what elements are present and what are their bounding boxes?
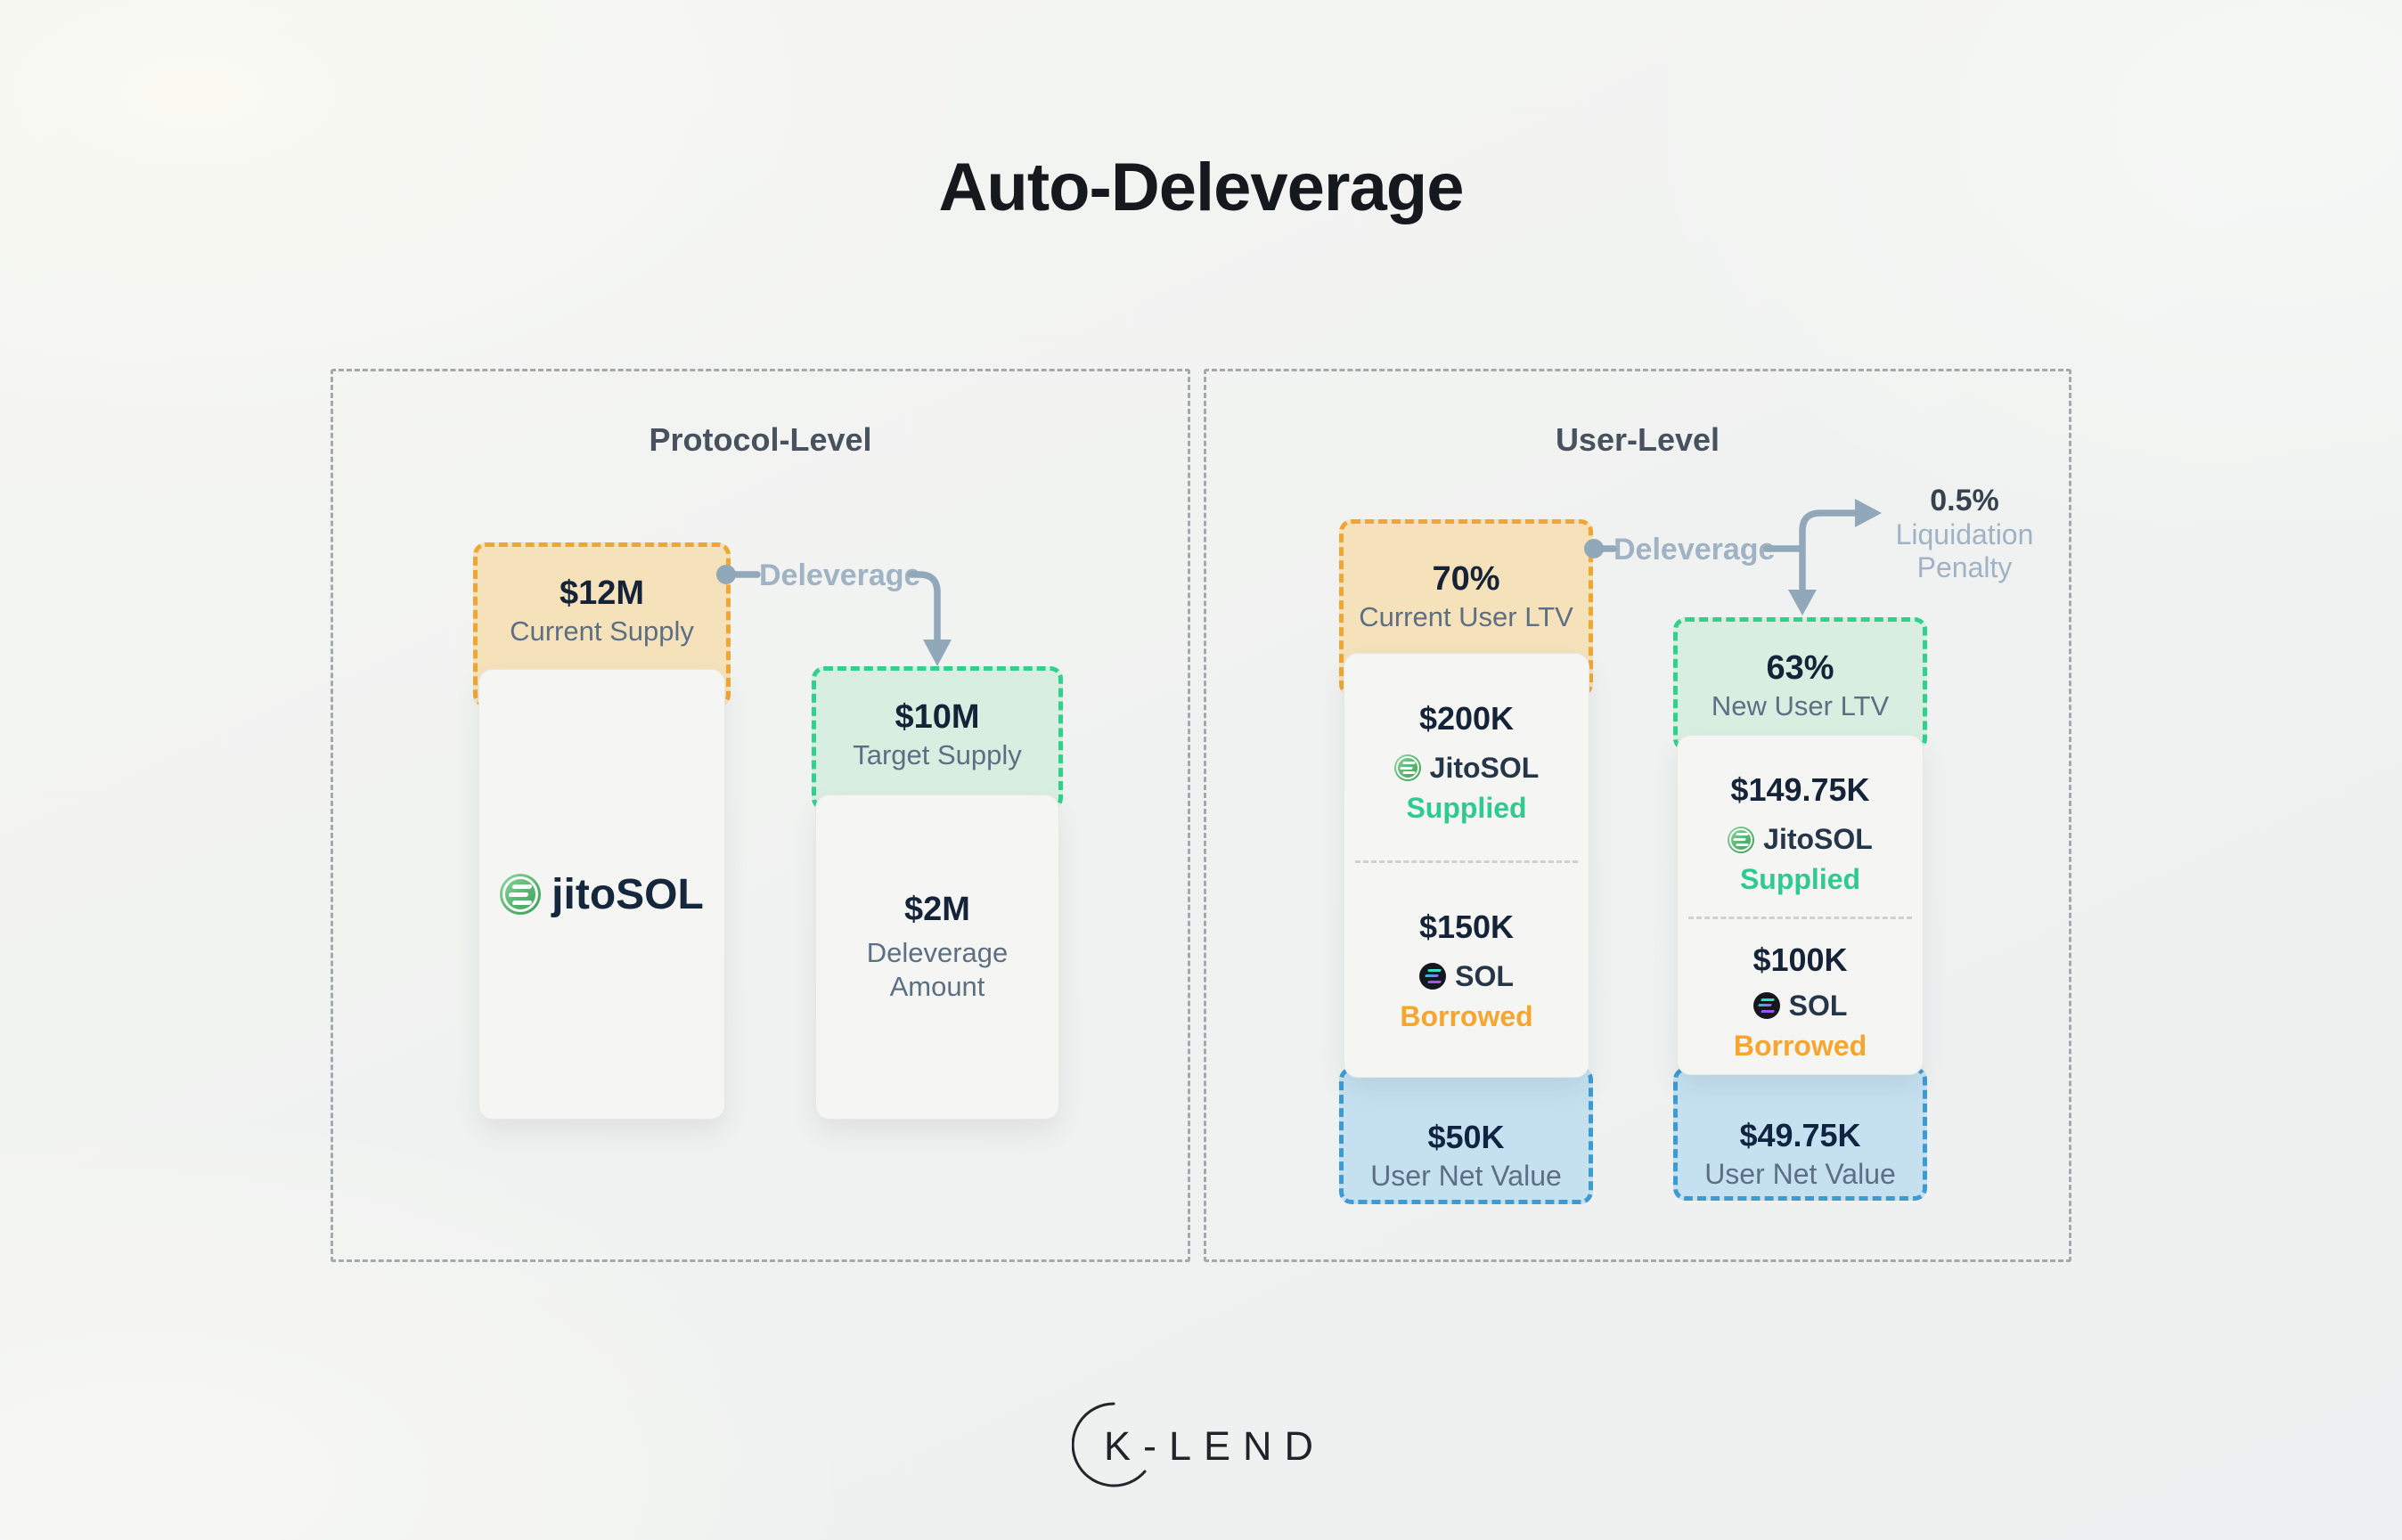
current-user-ltv-value: 70% <box>1432 560 1500 598</box>
user-net-value-box-after: $49.75K User Net Value <box>1673 1067 1927 1201</box>
protocol-deleverage-label: Deleverage <box>759 558 921 592</box>
new-user-ltv-box: 63% New User LTV <box>1673 617 1927 751</box>
borrowed-amount-after: $100K <box>1752 941 1848 978</box>
jitosol-icon <box>1393 754 1421 781</box>
user-position-card-before: $200K JitoSOL Supplied $150K SOL Borrowe… <box>1344 653 1589 1078</box>
liquidation-penalty-block: 0.5% Liquidation Penalty <box>1867 483 2063 584</box>
klend-logo-text: K-LEND <box>1104 1423 1327 1469</box>
user-net-value-box-before: $50K User Net Value <box>1339 1067 1593 1204</box>
liquidation-penalty-value: 0.5% <box>1930 484 1999 517</box>
net-value-label-after: User Net Value <box>1704 1158 1896 1190</box>
target-supply-label: Target Supply <box>853 739 1022 770</box>
borrowed-status-before: Borrowed <box>1400 999 1533 1032</box>
supplied-section-before: $200K JitoSOL Supplied <box>1344 654 1589 860</box>
current-user-ltv-label: Current User LTV <box>1359 601 1573 632</box>
borrowed-section-before: $150K SOL Borrowed <box>1344 863 1589 1077</box>
borrowed-asset-before: SOL <box>1455 959 1514 992</box>
target-supply-box: $10M Target Supply <box>812 666 1063 811</box>
net-value-before: $50K <box>1427 1119 1505 1155</box>
supplied-status-after: Supplied <box>1739 863 1861 895</box>
borrowed-section-after: $100K SOL Borrowed <box>1678 919 1923 1074</box>
liquidation-penalty-line2: Penalty <box>1916 551 2013 583</box>
borrowed-coin-row-after: SOL <box>1752 989 1848 1023</box>
user-position-card-after: $149.75K JitoSOL Supplied $100K SOL Borr… <box>1677 735 1924 1075</box>
klend-logo-circle <box>1072 1402 1147 1487</box>
supplied-asset-before: JitoSOL <box>1429 751 1540 784</box>
protocol-panel-title: Protocol-Level <box>649 421 872 458</box>
supplied-asset-after: JitoSOL <box>1763 823 1873 855</box>
supplied-coin-row-after: JitoSOL <box>1728 823 1873 856</box>
new-user-ltv-label: New User LTV <box>1711 690 1890 721</box>
target-supply-value: $10M <box>895 698 980 736</box>
klend-logo: K-LEND <box>1072 1400 1330 1489</box>
protocol-level-panel: Protocol-Level <box>331 369 1190 1262</box>
deleverage-amount-value: $2M <box>904 890 970 928</box>
page-title: Auto-Deleverage <box>938 150 1465 225</box>
new-user-ltv-value: 63% <box>1766 649 1834 687</box>
supplied-coin-row-before: JitoSOL <box>1393 751 1540 785</box>
sol-icon <box>1752 992 1780 1019</box>
supplied-section-after: $149.75K JitoSOL Supplied <box>1678 736 1923 917</box>
net-value-label-before: User Net Value <box>1370 1160 1562 1192</box>
jitosol-supply-card: jitoSOL <box>478 669 725 1120</box>
card-divider <box>1688 917 1912 919</box>
deleverage-amount-card: $2M Deleverage Amount <box>815 794 1059 1120</box>
deleverage-amount-label: Deleverage Amount <box>866 936 1009 1002</box>
user-panel-title: User-Level <box>1555 421 1720 458</box>
current-supply-value: $12M <box>559 574 645 612</box>
net-value-after: $49.75K <box>1739 1117 1861 1153</box>
supplied-status-before: Supplied <box>1406 791 1527 824</box>
supplied-amount-before: $200K <box>1418 699 1515 737</box>
supplied-amount-after: $149.75K <box>1730 771 1870 808</box>
card-divider <box>1355 860 1578 863</box>
user-deleverage-label: Deleverage <box>1614 533 1776 566</box>
user-level-panel: User-Level <box>1204 369 2071 1262</box>
borrowed-coin-row-before: SOL <box>1419 960 1514 993</box>
borrowed-status-after: Borrowed <box>1733 1029 1867 1062</box>
jitosol-asset-name: jitoSOL <box>551 870 704 918</box>
sol-icon <box>1419 963 1447 990</box>
current-supply-label: Current Supply <box>510 615 694 647</box>
jitosol-icon <box>1728 826 1755 853</box>
borrowed-amount-before: $150K <box>1418 908 1515 945</box>
liquidation-penalty-line1: Liquidation <box>1895 518 2034 550</box>
brand-footer: K-LEND <box>0 1400 2402 1489</box>
borrowed-asset-after: SOL <box>1788 989 1848 1022</box>
jitosol-icon <box>500 874 542 915</box>
